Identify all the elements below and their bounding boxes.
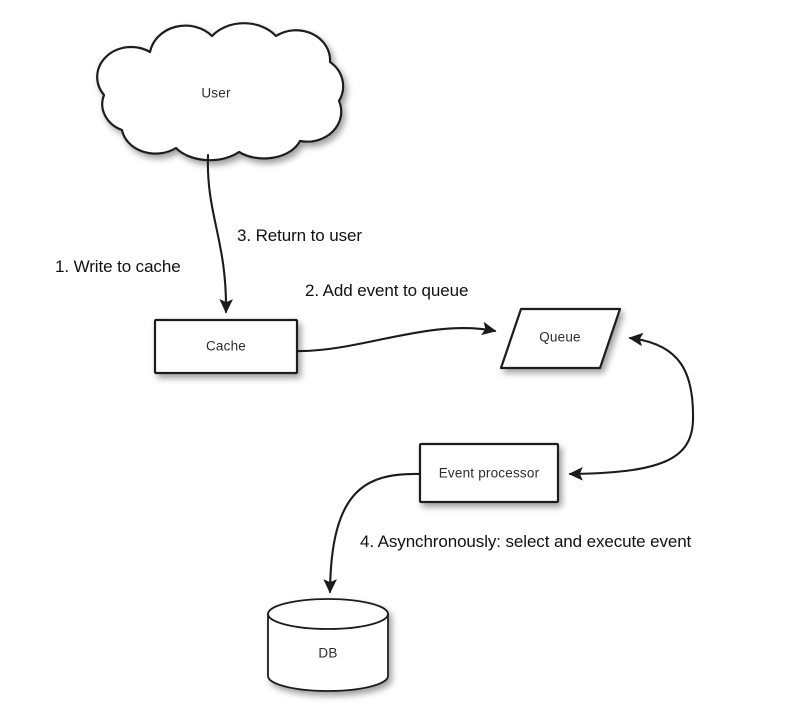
edge-cache-to-queue bbox=[295, 321, 497, 353]
node-event-processor[interactable]: Event processor bbox=[418, 442, 560, 504]
step-label-1: 1. Write to cache bbox=[55, 257, 181, 276]
node-event-processor-label: Event processor bbox=[439, 466, 540, 481]
node-db[interactable]: DB bbox=[267, 598, 389, 692]
node-queue-label: Queue bbox=[539, 330, 581, 345]
edge-user-to-cache bbox=[206, 153, 233, 314]
step-label-4: 4. Asynchronously: select and execute ev… bbox=[360, 532, 692, 551]
edge-processor-to-db bbox=[323, 472, 422, 594]
node-user-label: User bbox=[201, 86, 231, 101]
node-queue[interactable]: Queue bbox=[499, 307, 622, 370]
edge-processor-queue-loop bbox=[568, 332, 695, 481]
step-label-3: 3. Return to user bbox=[237, 226, 362, 245]
node-cache-label: Cache bbox=[206, 339, 246, 354]
node-user[interactable]: User bbox=[96, 22, 345, 162]
node-cache[interactable]: Cache bbox=[153, 318, 299, 375]
node-db-label: DB bbox=[318, 646, 337, 661]
step-label-2: 2. Add event to queue bbox=[305, 281, 469, 300]
